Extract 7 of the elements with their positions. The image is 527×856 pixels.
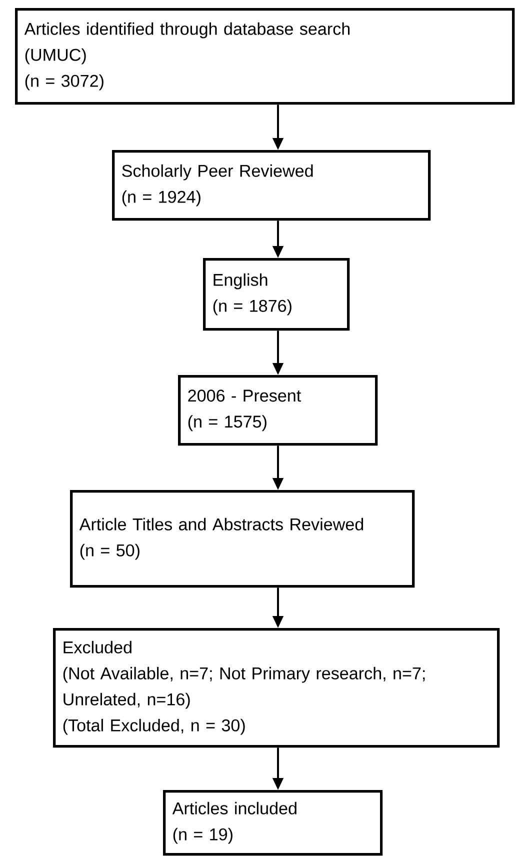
process-box: Excluded (Not Available, n=7; Not Primary research, n=7; Unrelated, n=16) (Total Excluded, n = 30) xyxy=(53,628,500,748)
process-box: English (n = 1876) xyxy=(203,258,350,331)
process-box: Scholarly Peer Reviewed (n = 1924) xyxy=(112,150,431,221)
process-box: Articles identified through database search (UMUC) (n = 3072) xyxy=(15,8,515,105)
process-box: Articles included (n = 19) xyxy=(163,790,383,856)
process-box: Article Titles and Abstracts Reviewed (n = 50) xyxy=(70,490,415,588)
process-box: 2006 - Present (n = 1575) xyxy=(178,375,378,446)
